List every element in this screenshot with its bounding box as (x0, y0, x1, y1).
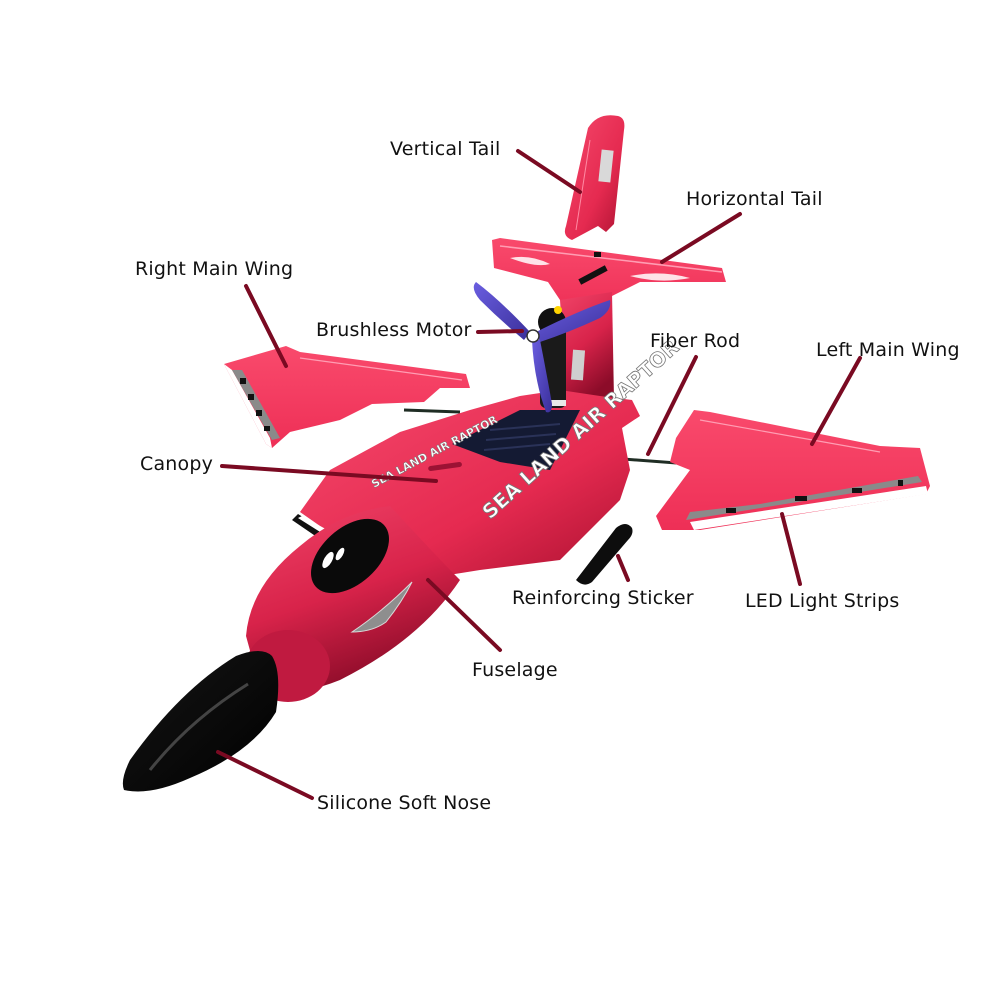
leader-lines (216, 149, 862, 800)
vertical-tail (564, 115, 625, 240)
label-brushless-motor: Brushless Motor (316, 319, 472, 341)
right-main-wing (224, 346, 470, 448)
label-canopy: Canopy (140, 453, 214, 475)
label-led-light-strips: LED Light Strips (745, 590, 900, 612)
raptor-logo-decal (350, 581, 413, 633)
reinforcing-sticker (576, 524, 633, 585)
label-horizontal-tail: Horizontal Tail (686, 188, 823, 210)
label-left-main-wing: Left Main Wing (816, 339, 960, 361)
label-right-main-wing: Right Main Wing (135, 258, 294, 280)
left-main-wing (656, 410, 930, 530)
label-reinforcing-sticker: Reinforcing Sticker (512, 587, 694, 609)
label-vertical-tail: Vertical Tail (390, 138, 501, 160)
fiber-rod-left (403, 408, 461, 414)
label-fuselage: Fuselage (472, 659, 558, 681)
horizontal-tail (492, 238, 726, 312)
label-silicone-soft-nose: Silicone Soft Nose (317, 792, 492, 814)
label-fiber-rod: Fiber Rod (650, 330, 741, 352)
propeller (473, 282, 611, 413)
